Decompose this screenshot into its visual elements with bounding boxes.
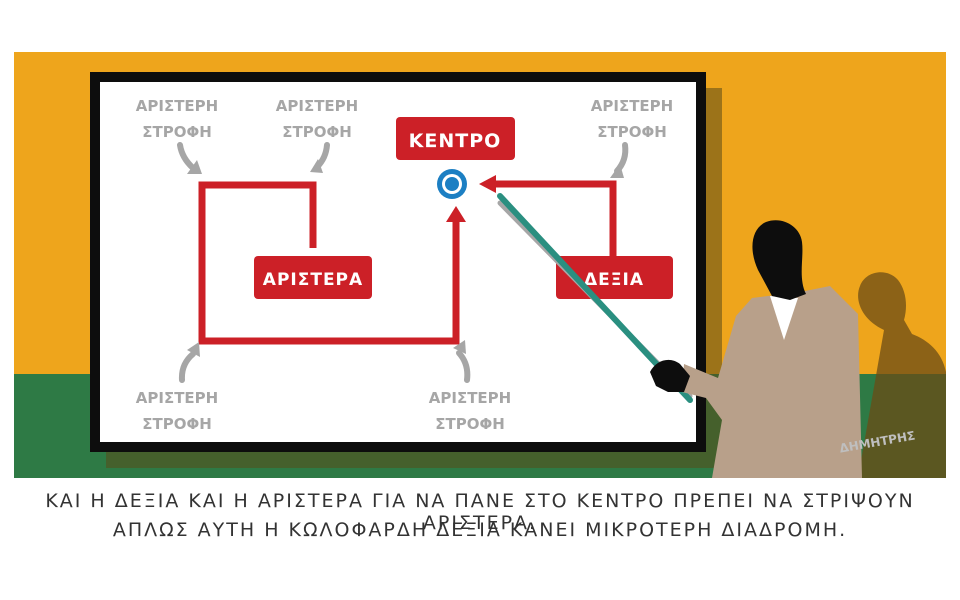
turn-arrow-bottom-left — [178, 351, 196, 383]
right-route-arrowhead — [479, 175, 496, 193]
shadow-person — [858, 272, 946, 478]
right-label: ΔΕΞΙΑ — [584, 270, 644, 290]
caption-line-1: ΚΑΙ Η ΔΕΞΙΑ ΚΑΙ Η ΑΡΙΣΤΕΡΑ ΓΙΑ ΝΑ ΠΑΝΕ Σ… — [45, 490, 915, 534]
presenter — [650, 220, 862, 478]
turn-label-line2: ΣΤΡΟΦΗ — [142, 123, 212, 141]
turn-annotation-bottom-left: ΑΡΙΣΤΕΡΗ ΣΤΡΟΦΗ — [136, 389, 218, 433]
turn-arrow-top-left — [177, 142, 196, 171]
left-route-line — [198, 181, 460, 345]
presenter-jacket — [682, 286, 862, 478]
turn-label-line2: ΣΤΡΟΦΗ — [142, 415, 212, 433]
right-route-line — [496, 180, 617, 262]
left-label-box — [254, 256, 372, 299]
center-target — [437, 169, 467, 199]
route-lines — [198, 180, 617, 345]
turn-annotation-bottom-middle: ΑΡΙΣΤΕΡΗ ΣΤΡΟΦΗ — [429, 389, 511, 433]
turn-label-line1: ΑΡΙΣΤΕΡΗ — [591, 97, 673, 115]
turn-annotation-top-middle: ΑΡΙΣΤΕΡΗ ΣΤΡΟΦΗ — [276, 97, 358, 141]
left-route-arrowhead — [446, 206, 466, 222]
turn-arrow-bottom-middle — [456, 350, 471, 383]
center-label-box — [396, 117, 515, 160]
turn-label-line1: ΑΡΙΣΤΕΡΗ — [276, 97, 358, 115]
caption-line-2: ΑΠΛΩΣ ΑΥΤΗ Η ΚΩΛΟΦΑΡΔΗ ΔΕΞΙΑ ΚΑΝΕΙ ΜΙΚΡΟ… — [112, 519, 848, 541]
turn-label-line1: ΑΡΙΣΤΕΡΗ — [136, 97, 218, 115]
turn-label-line2: ΣΤΡΟΦΗ — [435, 415, 505, 433]
turn-label-line2: ΣΤΡΟΦΗ — [282, 123, 352, 141]
turn-annotation-top-left: ΑΡΙΣΤΕΡΗ ΣΤΡΟΦΗ — [136, 97, 218, 141]
presenter-shirt — [770, 296, 798, 340]
turn-label-line2: ΣΤΡΟΦΗ — [597, 123, 667, 141]
left-label: ΑΡΙΣΤΕΡΑ — [263, 270, 363, 290]
turn-label-line1: ΑΡΙΣΤΕΡΗ — [429, 389, 511, 407]
presenter-head — [752, 220, 806, 300]
turn-annotation-top-right: ΑΡΙΣΤΕΡΗ ΣΤΡΟΦΗ — [591, 97, 673, 141]
presenter-hand — [650, 359, 690, 392]
turn-arrow-heads — [187, 159, 624, 357]
turn-label-line1: ΑΡΙΣΤΕΡΗ — [136, 389, 218, 407]
center-label: ΚΕΝΤΡΟ — [409, 130, 502, 152]
